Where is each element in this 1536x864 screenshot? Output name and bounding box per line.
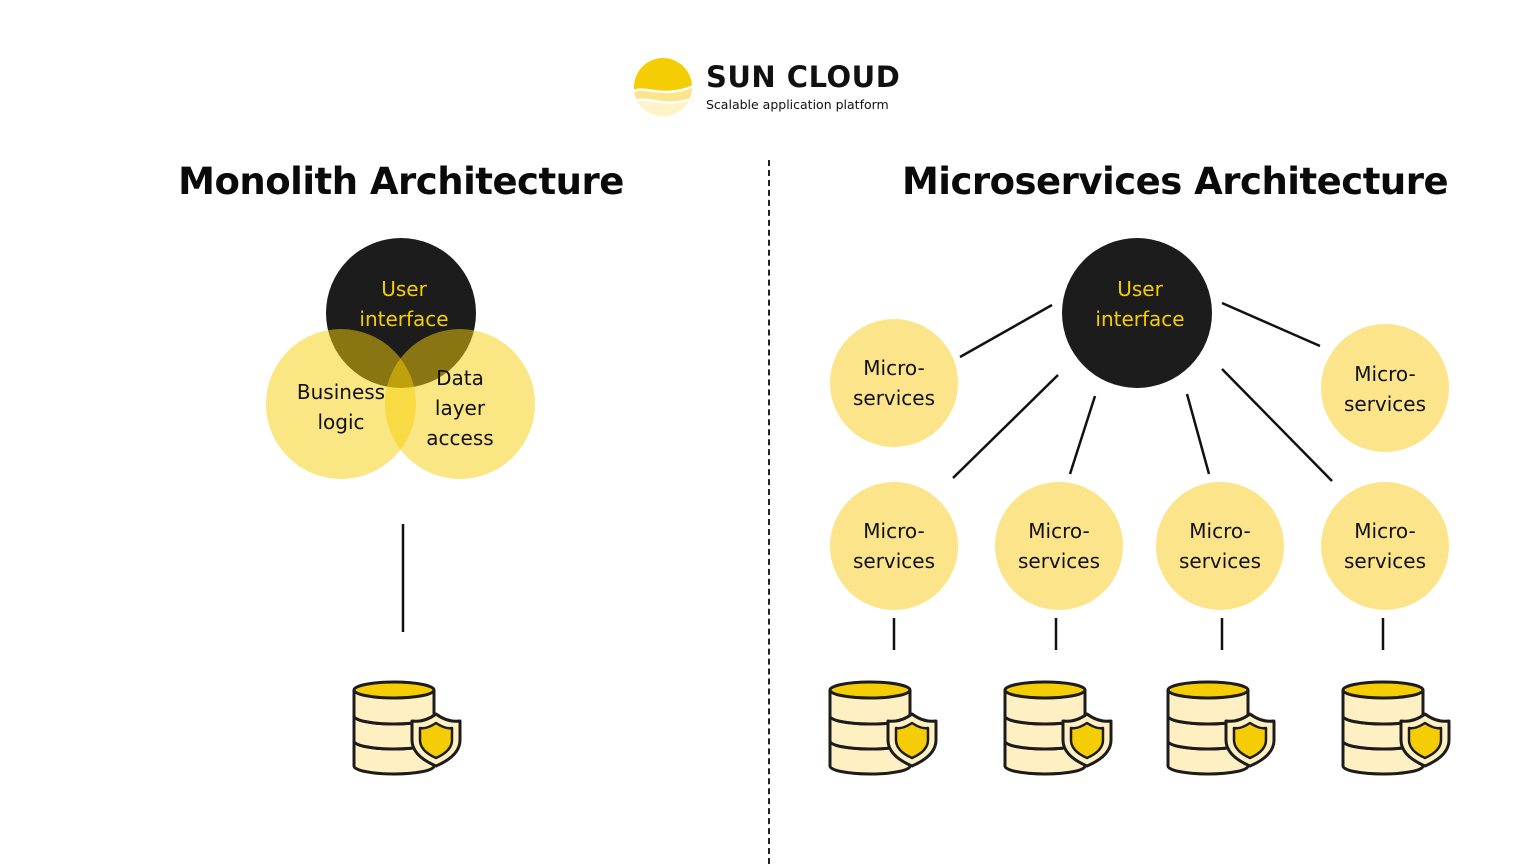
microservices-title: Microservices Architecture <box>901 160 1449 203</box>
data-layer-circle <box>385 329 535 479</box>
microservice-label-2: services <box>1018 549 1100 573</box>
monolith-title: Monolith Architecture <box>178 160 624 203</box>
database-icon <box>828 680 938 776</box>
section-divider <box>768 160 770 864</box>
microservice-label-2: services <box>1344 549 1426 573</box>
microservice-label-2: services <box>1344 392 1426 416</box>
connector-ui-bottom-4 <box>1221 368 1333 482</box>
connector-ui-bottom-1 <box>952 374 1059 479</box>
microservice-label-1: Micro- <box>1028 519 1089 543</box>
connector-ui-bottom-2 <box>1068 395 1097 475</box>
mono-ui-label-1: User <box>381 277 427 301</box>
data-layer-label-3: access <box>426 426 493 450</box>
microservice-node: Micro- services <box>1321 324 1449 452</box>
connector-ui-bottom-3 <box>1185 393 1211 475</box>
business-logic-label-2: logic <box>317 410 364 434</box>
mono-ui-label-2: interface <box>359 307 448 331</box>
business-logic-label-1: Business <box>297 380 385 404</box>
microservice-node: Micro- services <box>1156 482 1284 610</box>
microservice-label-1: Micro- <box>863 356 924 380</box>
microservice-label-1: Micro- <box>863 519 924 543</box>
micro-user-interface-circle <box>1062 238 1212 388</box>
micro-ui-label-1: User <box>1117 277 1163 301</box>
microservice-node: Micro- services <box>830 482 958 610</box>
microservice-label-2: services <box>853 549 935 573</box>
sun-logo-icon <box>632 58 695 116</box>
data-layer-label-2: layer <box>435 396 486 420</box>
database-icon <box>1003 680 1113 776</box>
data-layer-label-1: Data <box>436 366 484 390</box>
brand-name: SUN CLOUD <box>706 60 901 94</box>
business-logic-circle <box>266 329 416 479</box>
sun-cloud-logo: SUN CLOUD Scalable application platform <box>632 56 912 120</box>
database-icon <box>1166 680 1276 776</box>
microservice-label-2: services <box>853 386 935 410</box>
monolith-database-icon <box>352 680 462 776</box>
microservice-label-1: Micro- <box>1189 519 1250 543</box>
microservice-node: Micro- services <box>995 482 1123 610</box>
connector-ui-top-left <box>959 303 1053 359</box>
brand-tagline: Scalable application platform <box>706 97 889 112</box>
microservice-label-1: Micro- <box>1354 519 1415 543</box>
microservices-connectors <box>952 301 1333 482</box>
microservice-label-2: services <box>1179 549 1261 573</box>
microservice-label-1: Micro- <box>1354 362 1415 386</box>
database-icon <box>1341 680 1451 776</box>
connector-ui-top-right <box>1221 301 1321 348</box>
monolith-venn: User interface Business logic Data layer… <box>266 238 535 479</box>
microservice-node: Micro- services <box>830 319 958 447</box>
micro-ui-label-2: interface <box>1095 307 1184 331</box>
microservice-node: Micro- services <box>1321 482 1449 610</box>
